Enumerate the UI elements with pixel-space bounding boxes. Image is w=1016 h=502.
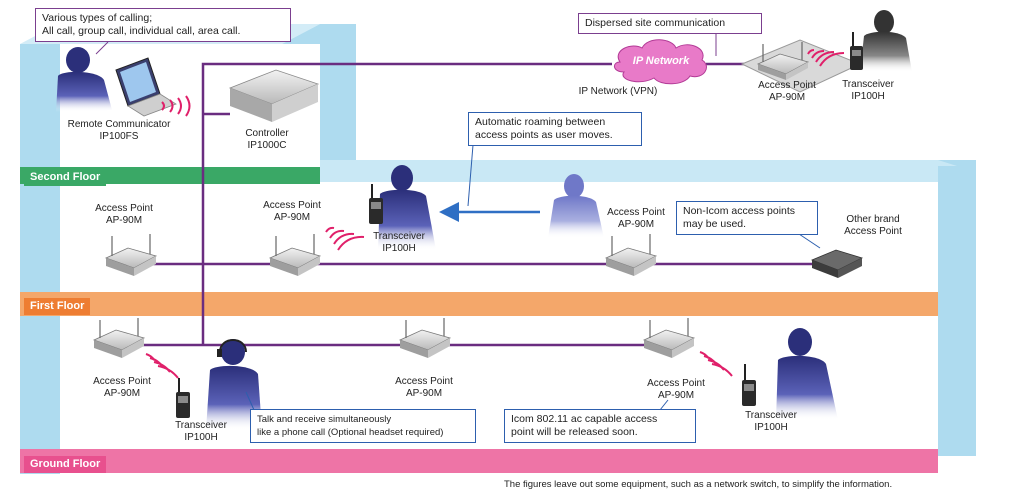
ap-label-line1: Access Point [607,207,665,218]
transceiver-label-line1: Transceiver [745,410,797,421]
access-point-icon [104,234,158,276]
ap-label-line2: AP-90M [103,388,141,399]
transceiver-label-line2: IP100H [184,432,218,443]
first-floor-label: First Floor [24,298,91,315]
first-floor-band [20,292,938,316]
other-brand-ap-label: Other brand Access Point [836,214,910,238]
non-icom-line1: Non-Icom access points [683,205,796,217]
transceiver-label-first: Transceiver IP100H [364,231,434,255]
roaming-line1: Automatic roaming between [475,116,606,128]
transceiver-label-ground-2: Transceiver IP100H [736,410,806,434]
remote-communicator-label: Remote Communicator IP100FS [60,119,178,143]
other-brand-line2: Access Point [844,226,902,237]
transceiver-icon [850,32,863,70]
access-point-icon [642,318,696,358]
dispersed-callout: Dispersed site communication [578,13,762,34]
ap-label-line2: AP-90M [617,219,655,230]
icom-line2: point will be released soon. [511,426,638,438]
dispersed-text: Dispersed site communication [585,17,726,29]
icom-line1: Icom 802.11 ac capable access [511,413,658,425]
ap-label-line2: AP-90M [273,212,311,223]
person-icon [548,174,604,238]
transceiver-label-line1: Transceiver [373,231,425,242]
transceiver-icon [176,378,190,418]
remote-line1: Remote Communicator [67,119,171,130]
transceiver-icon [369,184,383,224]
ap-label-line2: AP-90M [405,388,443,399]
talk-line1: Talk and receive simultaneously [257,414,392,425]
ap-label-first-3: Access Point AP-90M [598,207,674,231]
person-icon [776,328,838,420]
calling-types-line2: All call, group call, individual call, a… [42,25,241,37]
cloud-icon [614,39,707,85]
second-floor-label: Second Floor [24,169,107,186]
ground-floor-label: Ground Floor [24,456,107,473]
non-icom-line2: may be used. [683,218,747,230]
radio-wave-icon [145,353,179,379]
controller-line1: Controller [245,128,289,139]
ap-label-line2: AP-90M [657,390,695,401]
transceiver-icon [742,364,756,406]
ap-label-first-1: Access Point AP-90M [86,203,162,227]
roaming-callout: Automatic roaming between access points … [468,112,642,146]
ap-label-ground-3: Access Point AP-90M [638,378,714,402]
ground-floor-band [20,449,938,473]
ip-network-vpn-label: IP Network (VPN) [578,86,658,97]
ap-label-line1: Access Point [263,200,321,211]
icom-callout: Icom 802.11 ac capable access point will… [504,409,696,443]
ap-label-first-2: Access Point AP-90M [254,200,330,224]
talk-line2: like a phone call (Optional headset requ… [257,427,444,438]
radio-wave-icon [807,49,845,67]
ap-label-line1: Access Point [758,80,816,91]
transceiver-label-line1: Transceiver [175,420,227,431]
controller-line2: IP1000C [247,140,287,151]
ap-label-line2: AP-90M [768,92,806,103]
person-icon [56,47,112,112]
access-point-icon [756,42,810,80]
footnote: The figures leave out some equipment, su… [504,479,893,490]
building-walls [20,24,976,474]
laptop-icon [115,57,177,117]
radio-wave-icon [699,351,733,377]
controller-label: Controller IP1000C [232,128,302,152]
ap-label-ground-2: Access Point AP-90M [386,376,462,400]
radio-wave-icon [325,226,365,251]
person-icon [206,339,262,430]
access-point-icon [398,318,452,358]
person-icon [860,10,912,72]
remote-line2: IP100FS [99,131,139,142]
access-point-icon [604,234,658,276]
ap-label-line1: Access Point [647,378,705,389]
transceiver-label-line1: Transceiver [842,79,894,90]
ap-label-ground-1: Access Point AP-90M [84,376,160,400]
access-point-icon [92,318,146,358]
person-icon [378,165,436,250]
roaming-line2: access points as user moves. [475,129,613,141]
transceiver-label-line2: IP100H [754,422,788,433]
ap-label-line1: Access Point [395,376,453,387]
calling-types-line1: Various types of calling; [42,12,153,24]
radio-wave-icon [161,95,191,117]
controller-router-icon [228,69,320,122]
ap-label-line2: AP-90M [105,215,143,226]
transceiver-label-dispersed: Transceiver IP100H [836,79,900,103]
ap-label-line1: Access Point [93,376,151,387]
talk-callout: Talk and receive simultaneously like a p… [250,409,476,443]
other-brand-line1: Other brand [846,214,900,225]
non-icom-callout: Non-Icom access points may be used. [676,201,818,235]
transceiver-label-line2: IP100H [851,91,885,102]
access-point-icon [268,234,322,276]
transceiver-label-line2: IP100H [382,243,416,254]
calling-types-callout: Various types of calling; All call, grou… [35,8,291,42]
ap-label-line1: Access Point [95,203,153,214]
transceiver-label-ground-1: Transceiver IP100H [166,420,236,444]
headset-icon [217,339,247,357]
ip-network-logo-text: IP Network [632,55,690,67]
other-brand-access-point-icon [810,249,864,278]
ap-label-dispersed: Access Point AP-90M [752,80,822,104]
network-lines [116,62,820,347]
